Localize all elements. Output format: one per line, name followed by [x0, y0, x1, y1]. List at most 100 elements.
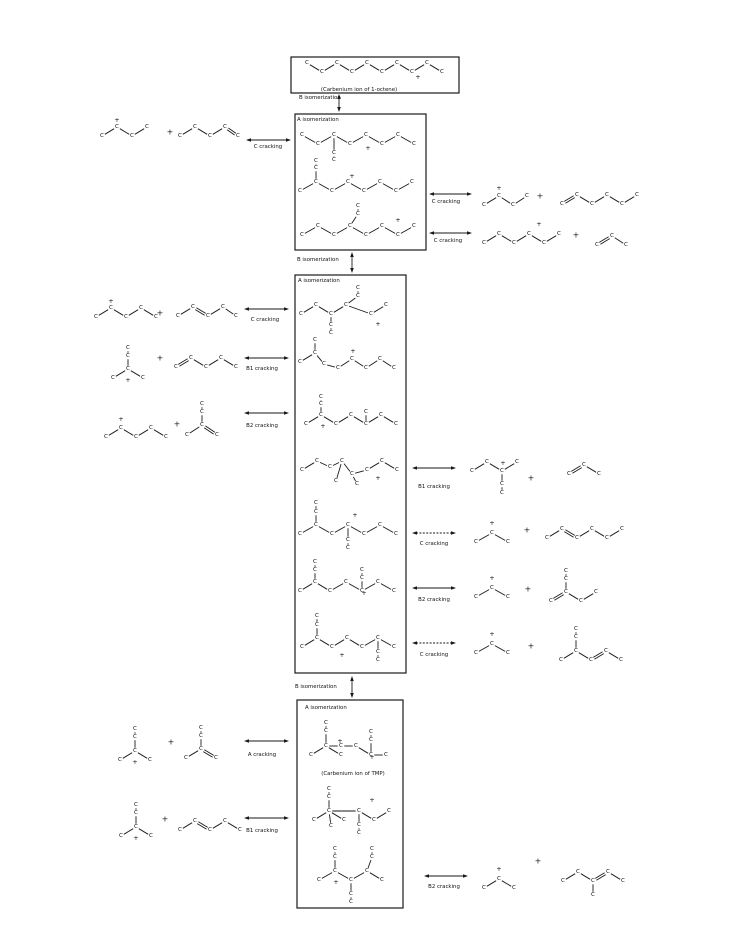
carbon-atom: C [206, 313, 210, 319]
carbon-atom: C [610, 233, 614, 239]
carbon-atom: C [511, 202, 515, 208]
carbon-atom: C [328, 464, 332, 470]
title-caption: (Carbenium ion of 1-octene) [321, 87, 397, 93]
carbon-atom: C [149, 425, 153, 431]
carbon-atom: C [126, 353, 130, 359]
cracking-label-11: A cracking [248, 752, 276, 758]
carbon-atom: C [298, 359, 302, 365]
cracking-arrow-7 [412, 466, 456, 470]
carbon-atom: C [560, 526, 564, 532]
carbon-atom: C [316, 141, 320, 147]
carbon-atom: C [133, 748, 137, 754]
positive-charge: + [375, 320, 380, 328]
carbon-atom: C [315, 458, 319, 464]
carbon-atom: C [560, 201, 564, 207]
carbon-atom: C [378, 522, 382, 528]
carbon-atom: C [440, 69, 444, 75]
carbon-atom: C [384, 302, 388, 308]
reaction-plus-sign: + [528, 642, 535, 651]
carbon-atom: C [130, 133, 134, 139]
positive-charge: + [415, 73, 420, 81]
carbon-atom: C [298, 188, 302, 194]
carbon-atom: C [525, 193, 529, 199]
carbon-atom: C [564, 576, 568, 582]
carbon-atom: C [329, 322, 333, 328]
carbon-atom: C [94, 314, 98, 320]
carbon-atom: C [300, 232, 304, 238]
cracking-arrow-9 [412, 586, 456, 590]
carbon-atom: C [497, 876, 501, 882]
carbon-atom: C [376, 579, 380, 585]
carbon-atom: C [349, 877, 353, 883]
carbon-atom: C [349, 891, 353, 897]
carbon-atom: C [134, 434, 138, 440]
carbon-atom: C [208, 133, 212, 139]
carbon-atom: C [299, 311, 303, 317]
positive-charge: + [536, 220, 541, 228]
carbon-atom: C [545, 535, 549, 541]
carbon-atom: C [376, 635, 380, 641]
positive-charge: + [361, 589, 366, 597]
carbon-atom: C [425, 60, 429, 66]
carbon-atom: C [214, 755, 218, 761]
carbon-atom: C [104, 434, 108, 440]
isomerization-box-1 [294, 113, 427, 251]
carbon-atom: C [357, 830, 361, 836]
carbon-atom: C [574, 626, 578, 632]
cracking-arrow-12 [244, 816, 289, 820]
carbon-atom: C [575, 535, 579, 541]
carbon-atom: C [412, 141, 416, 147]
carbon-atom: C [309, 752, 313, 758]
carbon-atom: C [542, 240, 546, 246]
cracking-arrow-3 [429, 231, 472, 235]
carbon-atom: C [348, 141, 352, 147]
positive-charge: + [337, 737, 342, 745]
carbon-atom: C [176, 313, 180, 319]
reaction-plus-sign: + [525, 585, 532, 594]
carbon-atom: C [590, 526, 594, 532]
reaction-plus-sign: + [537, 192, 544, 201]
carbon-atom: C [315, 622, 319, 628]
carbon-atom: C [372, 817, 376, 823]
title-frame [290, 56, 460, 94]
carbon-atom: C [340, 458, 344, 464]
carbon-atom: C [300, 132, 304, 138]
cracking-arrow-11 [244, 739, 289, 743]
carbon-atom: C [394, 421, 398, 427]
carbon-atom: C [164, 434, 168, 440]
carbon-atom: C [316, 223, 320, 229]
carbon-atom: C [384, 752, 388, 758]
carbon-atom: C [314, 302, 318, 308]
carbon-atom: C [334, 421, 338, 427]
reaction-plus-sign: + [167, 128, 174, 137]
carbon-atom: C [396, 232, 400, 238]
carbon-atom: C [139, 305, 143, 311]
cracking-arrow-6 [244, 411, 289, 415]
cracking-label-8: C cracking [420, 541, 448, 547]
carbon-atom: C [236, 133, 240, 139]
carbon-atom: C [500, 468, 504, 474]
carbon-atom: C [346, 537, 350, 543]
carbon-atom: C [118, 757, 122, 763]
b-isomerization-label-3: B isomerization [295, 684, 337, 690]
carbon-atom: C [330, 531, 334, 537]
carbon-atom: C [314, 509, 318, 515]
isomerization-box-3 [296, 699, 404, 909]
carbon-atom: C [134, 824, 138, 830]
carbon-atom: C [567, 471, 571, 477]
carbon-atom: C [490, 641, 494, 647]
carbon-atom: C [193, 818, 197, 824]
carbon-atom: C [300, 644, 304, 650]
carbon-atom: C [561, 878, 565, 884]
carbon-atom: C [362, 531, 366, 537]
reaction-frames [290, 56, 460, 909]
